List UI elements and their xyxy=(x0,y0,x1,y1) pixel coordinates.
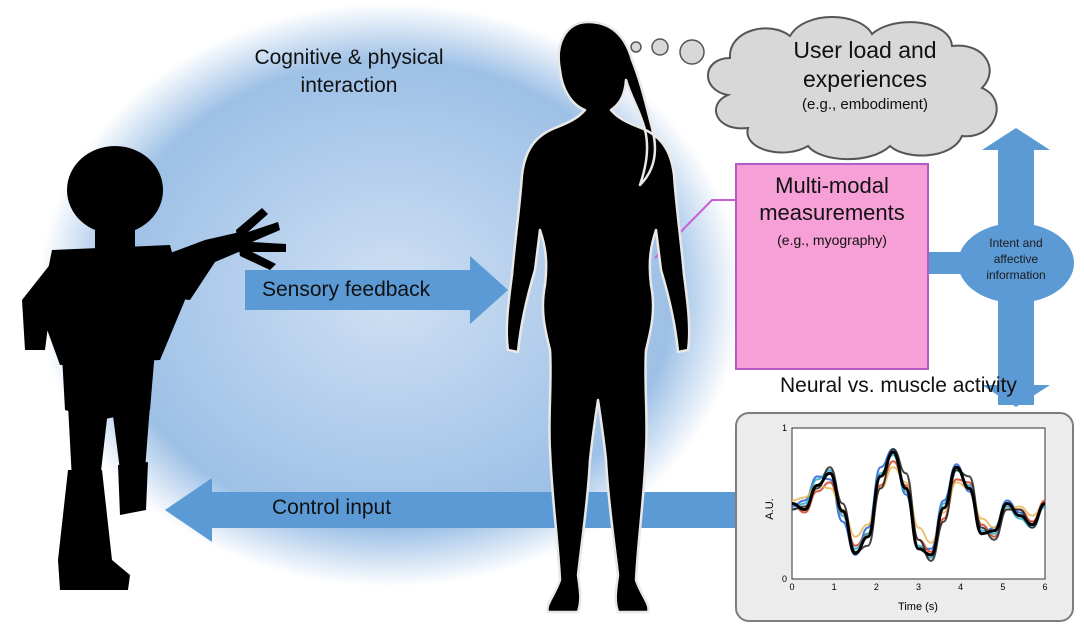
measurements-line-1: Multi-modal xyxy=(775,173,889,198)
robot-silhouette xyxy=(22,146,286,590)
intent-ellipse xyxy=(958,223,1074,303)
measurements-box xyxy=(735,163,929,370)
x-tick-label: 2 xyxy=(874,582,879,592)
control-input-label: Control input xyxy=(272,496,392,519)
intent-line-1: Intent and xyxy=(989,236,1043,250)
series-line-0 xyxy=(791,450,1046,557)
neural-vs-muscle-label: Neural vs. muscle activity xyxy=(780,374,1017,397)
user-load-line-1: User load and xyxy=(793,37,937,63)
x-tick-label: 1 xyxy=(832,582,837,592)
y-tick-label: 0 xyxy=(782,574,787,584)
activity-chart: 0 1 2 3 4 5 6 0 1 A.U. Time (s) xyxy=(764,423,1048,613)
user-load-label: User load and experiences xyxy=(740,36,990,94)
cognitive-interaction-label: Cognitive & physical interaction xyxy=(234,44,464,100)
series-line-5 xyxy=(791,448,1046,562)
thought-cloud xyxy=(707,16,998,161)
thought-bubble-medium xyxy=(651,38,669,56)
x-tick-label: 5 xyxy=(1000,582,1005,592)
cognitive-line-1: Cognitive & physical xyxy=(254,46,444,69)
measurements-line-2: measurements xyxy=(759,200,905,225)
x-tick-label: 3 xyxy=(916,582,921,592)
cognitive-line-2: interaction xyxy=(300,74,398,97)
y-axis-label: A.U. xyxy=(764,498,776,519)
x-axis-label: Time (s) xyxy=(898,601,938,613)
myography-label: (e.g., myography) xyxy=(777,232,887,248)
sensory-feedback-arrow xyxy=(245,256,508,324)
user-load-line-2: experiences xyxy=(802,66,928,92)
x-tick-label: 6 xyxy=(1042,582,1047,592)
down-arrow xyxy=(982,290,1050,407)
intent-label: Intent and affective information xyxy=(960,235,1072,283)
thought-bubble-small xyxy=(630,41,642,53)
y-tick-label: 1 xyxy=(782,423,787,433)
intent-line-3: information xyxy=(986,268,1046,282)
sensory-feedback-label: Sensory feedback xyxy=(262,278,431,301)
x-tick-label: 4 xyxy=(958,582,963,592)
intent-line-2: affective xyxy=(993,252,1039,266)
control-input-arrow xyxy=(165,478,738,542)
human-silhouette xyxy=(505,20,691,614)
thought-bubble-large xyxy=(679,39,705,65)
embodiment-label: (e.g., embodiment) xyxy=(802,96,928,113)
measurements-title: Multi-modal measurements xyxy=(737,172,927,226)
x-tick-label: 0 xyxy=(789,582,794,592)
